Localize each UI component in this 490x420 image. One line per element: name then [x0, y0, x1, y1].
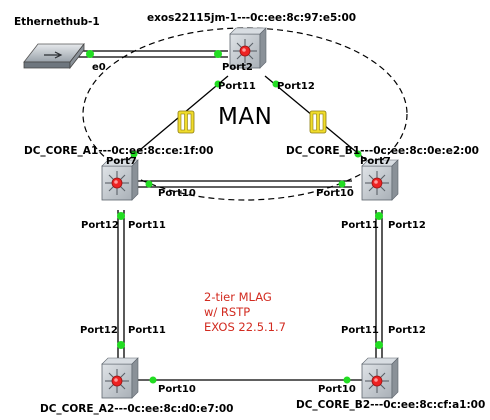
- pause-icon[interactable]: [309, 110, 327, 134]
- port-label-a1-port11: Port11: [128, 220, 166, 231]
- port-dot-top-port11: [214, 80, 222, 88]
- note-line-3: EXOS 22.5.1.7: [204, 320, 286, 334]
- switch-icon[interactable]: [361, 357, 399, 399]
- port-label-a1-port7: Port7: [106, 156, 137, 167]
- note-line-2: w/ RSTP: [204, 305, 251, 319]
- port-label-b2-port10: Port10: [318, 384, 356, 395]
- port-dot-b2-port10: [343, 376, 351, 384]
- port-indicators: [86, 50, 383, 384]
- hub-label: Ethernethub-1: [14, 16, 100, 28]
- port-dot-b1-port10: [338, 180, 346, 188]
- port-dot-b1-port7: [354, 150, 362, 158]
- topology-note: 2-tier MLAG w/ RSTP EXOS 22.5.1.7: [204, 290, 286, 335]
- port-label-top-port12: Port12: [277, 81, 315, 92]
- port-label-b2-port11: Port11: [341, 325, 379, 336]
- links: [78, 50, 383, 381]
- core-b2-label: DC_CORE_B2---0c:ee:8c:cf:a1:00: [296, 399, 486, 411]
- port-label-b1-port11: Port11: [341, 220, 379, 231]
- port-label-b1-port7: Port7: [360, 156, 391, 167]
- note-line-1: 2-tier MLAG: [204, 290, 272, 304]
- port-dot-a1-port10: [145, 180, 153, 188]
- port-dot-hub-e0: [86, 50, 94, 58]
- port-label-b1-port10: Port10: [316, 188, 354, 199]
- core-b1-label: DC_CORE_B1---0c:ee:8c:0e:e2:00: [286, 145, 479, 157]
- port-dot-b1-down: [375, 212, 383, 220]
- port-dot-a2-port10: [149, 376, 157, 384]
- port-label-a1-port10: Port10: [158, 188, 196, 199]
- port-label-a2-port12: Port12: [80, 325, 118, 336]
- pause-icon[interactable]: [177, 110, 195, 134]
- port-label-a1-port12: Port12: [81, 220, 119, 231]
- ethernet-hub-icon[interactable]: [23, 42, 85, 70]
- man-label: MAN: [218, 104, 273, 130]
- port-dot-a1-down: [117, 212, 125, 220]
- port-label-a2-port10: Port10: [158, 384, 196, 395]
- port-dot-b2-up: [375, 341, 383, 349]
- port-dot-a1-port7: [130, 150, 138, 158]
- port-dot-top-port12: [272, 80, 280, 88]
- man-ellipse: [82, 27, 408, 201]
- port-label-top-port11: Port11: [218, 81, 256, 92]
- port-label-hub-e0: e0: [92, 62, 106, 73]
- port-label-b2-port12: Port12: [388, 325, 426, 336]
- core-a2-label: DC_CORE_A2---0c:ee:8c:d0:e7:00: [40, 403, 234, 415]
- port-dot-top-port2: [214, 50, 222, 58]
- port-label-top-port2: Port2: [222, 62, 253, 73]
- switch-icon[interactable]: [101, 357, 139, 399]
- port-label-b1-port12: Port12: [388, 220, 426, 231]
- port-label-a2-port11: Port11: [128, 325, 166, 336]
- top-switch-label: exos22115jm-1---0c:ee:8c:97:e5:00: [147, 12, 357, 24]
- core-a1-label: DC_CORE_A1---0c:ee:8c:ce:1f:00: [24, 145, 214, 157]
- port-dot-a2-up: [117, 341, 125, 349]
